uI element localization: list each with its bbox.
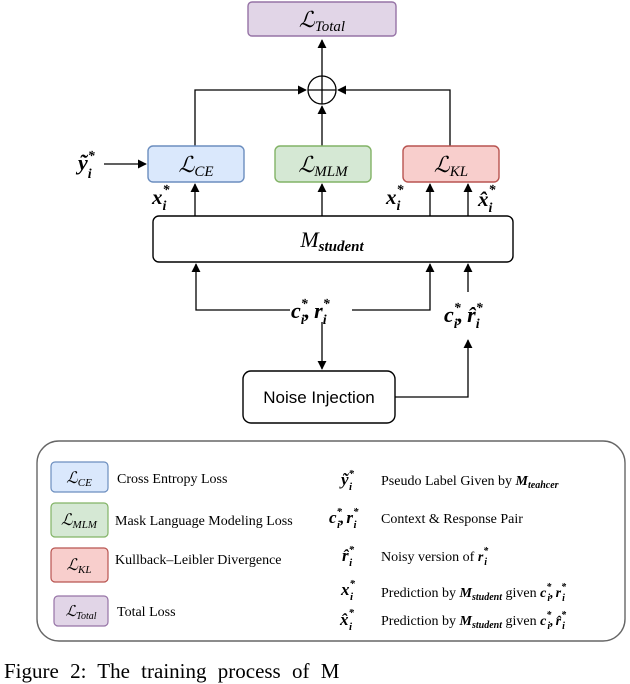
svg-text:ℒKL: ℒKL xyxy=(67,557,92,576)
legend-item-kl: ℒKL Kullback–Leibler Divergence xyxy=(50,547,282,583)
svg-text:ỹ*i: ỹ*i xyxy=(339,468,355,493)
svg-text:ỹ*i: ỹ*i xyxy=(75,149,96,182)
svg-text:ℒCE: ℒCE xyxy=(66,470,92,489)
loss-ce-node: ℒCE xyxy=(147,145,245,183)
svg-text:ℒTotal: ℒTotal xyxy=(299,7,345,35)
svg-text:ℒKL: ℒKL xyxy=(434,152,468,180)
svg-text:Cross Entropy Loss: Cross Entropy Loss xyxy=(117,472,227,487)
noisy-input-symbol: c*i,r̂*i xyxy=(444,301,484,332)
svg-text:Context & Response Pair: Context & Response Pair xyxy=(381,512,523,527)
legend-item-total: ℒTotal Total Loss xyxy=(53,595,176,627)
student-model-node: Mstudent xyxy=(152,215,514,263)
loss-total-node: ℒTotal xyxy=(247,1,397,37)
prediction-symbol-kl: x*i xyxy=(385,183,405,214)
svg-text:Kullback–Leibler Divergence: Kullback–Leibler Divergence xyxy=(115,553,282,568)
svg-text:x̂*i: x̂*i xyxy=(339,607,355,633)
sum-operator xyxy=(307,75,337,105)
context-response-symbol: c*i,r*i xyxy=(291,297,331,328)
svg-text:ℒTotal: ℒTotal xyxy=(65,604,96,622)
noise-injection-node: Noise Injection xyxy=(242,370,396,424)
legend-item-noisy-version: r̂*i Noisy version of r*i xyxy=(342,544,489,569)
svg-text:Total Loss: Total Loss xyxy=(117,605,176,620)
svg-text:Pseudo Label Given by Mteahcer: Pseudo Label Given by Mteahcer xyxy=(381,474,559,491)
legend-item-prediction: x*i Prediction by Mstudent given c*i,r*i xyxy=(340,578,567,604)
svg-text:x*i: x*i xyxy=(151,183,171,214)
legend-item-context-pair: c*i,r*i Context & Response Pair xyxy=(329,506,523,531)
svg-text:x*i: x*i xyxy=(385,183,405,214)
svg-text:ℒMLM: ℒMLM xyxy=(298,152,349,180)
svg-text:Noisy version of r*i: Noisy version of r*i xyxy=(381,546,489,568)
svg-text:Prediction by Mstudent given c: Prediction by Mstudent given c*i,r̂*i xyxy=(381,610,567,632)
legend-item-noisy-prediction: x̂*i Prediction by Mstudent given c*i,r̂… xyxy=(339,607,567,633)
prediction-symbol-ce: x*i xyxy=(151,183,171,214)
figure-caption: Figure 2: The training process of M xyxy=(4,659,340,683)
svg-text:x*i: x*i xyxy=(340,578,356,603)
svg-text:Prediction by Mstudent given c: Prediction by Mstudent given c*i,r*i xyxy=(381,582,567,604)
legend-panel: ℒCE Cross Entropy Loss ℒMLM Mask Languag… xyxy=(36,440,626,642)
svg-text:Mstudent: Mstudent xyxy=(299,227,364,255)
svg-text:Mask Language Modeling Loss: Mask Language Modeling Loss xyxy=(115,514,293,529)
noisy-prediction-symbol: x̂*i xyxy=(477,183,497,216)
legend-item-mlm: ℒMLM Mask Language Modeling Loss xyxy=(50,502,293,538)
svg-text:Figure 2: The training process: Figure 2: The training process of M xyxy=(4,659,340,683)
svg-text:Noise Injection: Noise Injection xyxy=(263,388,375,407)
pseudo-label-symbol: ỹ*i xyxy=(75,149,96,182)
svg-text:ℒCE: ℒCE xyxy=(178,152,213,180)
svg-text:r̂*i: r̂*i xyxy=(342,544,355,569)
svg-text:c*i,r*i: c*i,r*i xyxy=(291,297,331,328)
svg-text:c*i,r*i: c*i,r*i xyxy=(329,506,359,531)
svg-text:x̂*i: x̂*i xyxy=(477,183,497,216)
svg-text:c*i,r̂*i: c*i,r̂*i xyxy=(444,301,484,332)
svg-text:ℒMLM: ℒMLM xyxy=(61,512,98,531)
loss-mlm-node: ℒMLM xyxy=(274,145,372,183)
legend-item-ce: ℒCE Cross Entropy Loss xyxy=(50,461,227,493)
loss-kl-node: ℒKL xyxy=(402,145,500,183)
legend-item-pseudo-label: ỹ*i Pseudo Label Given by Mteahcer xyxy=(339,468,559,493)
